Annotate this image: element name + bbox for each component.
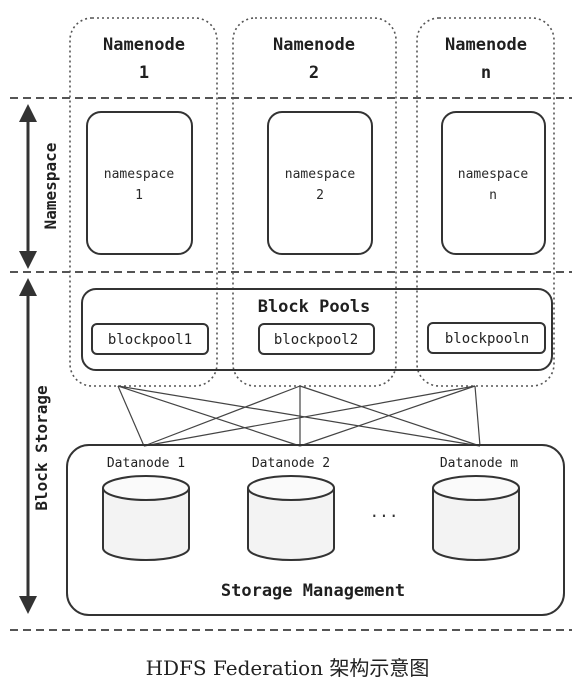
block-pools-title: Block Pools (258, 297, 371, 317)
connection-lines (117, 385, 481, 447)
namenode-1-number: 1 (139, 63, 149, 83)
blockpool-2-label: blockpool2 (274, 332, 358, 348)
blockpool-2-box (258, 323, 375, 355)
datanode-2-label: Datanode 2 (252, 456, 330, 471)
namespace-side-label: Namespace (41, 143, 60, 230)
namenode-1-container (69, 17, 218, 387)
namespace-1-box (86, 111, 193, 255)
storage-management-container (66, 444, 565, 616)
namespace-n-number: n (489, 188, 497, 203)
namespace-n-box (441, 111, 546, 255)
datanode-1-label: Datanode 1 (107, 456, 185, 471)
block-pools-container (81, 288, 553, 371)
datanode-ellipsis: ... (370, 502, 399, 521)
namespace-2-label: namespace (285, 167, 356, 182)
block-storage-side-label: Block Storage (32, 385, 51, 510)
datanode-m-label: Datanode m (440, 456, 518, 471)
blockpool-n-label: blockpooln (445, 331, 529, 347)
namespace-axis: Namespace (19, 104, 60, 269)
blockpool-n-box (427, 322, 546, 354)
namenode-2-number: 2 (309, 63, 319, 83)
namenode-1-title: Namenode (103, 35, 185, 55)
namespace-1-label: namespace (104, 167, 175, 182)
namespace-1-number: 1 (135, 188, 143, 203)
datanode-1-disk-icon (102, 475, 190, 561)
storage-management-label: Storage Management (221, 581, 405, 601)
namenode-2-container (232, 17, 397, 387)
blockpool-1-box (91, 323, 209, 355)
namespace-2-number: 2 (316, 188, 324, 203)
blockpool-1-label: blockpool1 (108, 332, 192, 348)
namespace-n-label: namespace (458, 167, 529, 182)
block-storage-axis: Block Storage (19, 278, 51, 614)
datanode-m-disk-icon (432, 475, 520, 561)
namenode-n-container (416, 17, 555, 387)
hdfs-federation-diagram: Namespace Block Storage Namenode 1 Namen… (10, 17, 572, 631)
figure-caption: HDFS Federation 架构示意图 (145, 656, 430, 680)
namenode-2-title: Namenode (273, 35, 355, 55)
namenode-n-title: Namenode (445, 35, 527, 55)
namenode-n-number: n (481, 63, 491, 83)
namespace-2-box (267, 111, 373, 255)
datanode-2-disk-icon (247, 475, 335, 561)
